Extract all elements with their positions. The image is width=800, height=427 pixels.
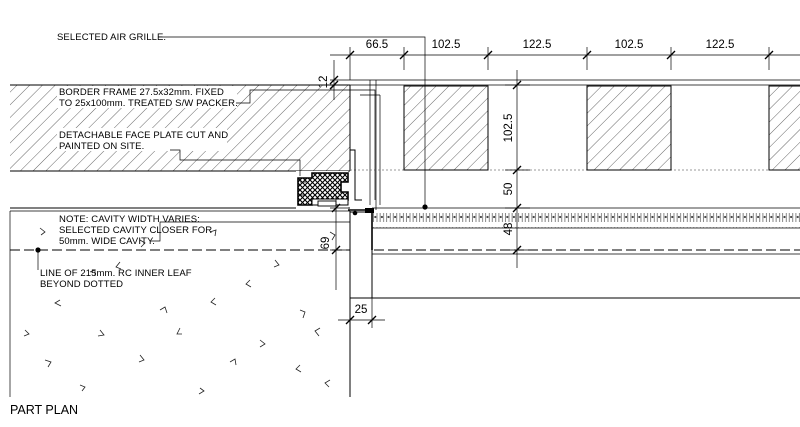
dim-top-122-5-a: 122.5 xyxy=(523,39,552,51)
drawing-title: PART PLAN xyxy=(10,403,78,417)
cavity-closer-insulation xyxy=(372,209,800,228)
concrete-aggregate xyxy=(23,227,336,395)
label-face-plate-line2: PAINTED ON SITE. xyxy=(59,141,144,152)
top-dimension-chain xyxy=(330,47,800,80)
label-face-plate-line1: DETACHABLE FACE PLATE CUT AND xyxy=(59,130,228,141)
grille-wall xyxy=(350,79,800,210)
label-inner-leaf-line1: LINE OF 215mm. RC INNER LEAF xyxy=(40,268,192,279)
dim-horizontal-25: 25 xyxy=(355,304,368,316)
cavity-lines xyxy=(10,207,800,255)
label-inner-leaf-line2: BEYOND DOTTED xyxy=(40,279,123,290)
vertical-dimension-chain xyxy=(329,60,530,290)
label-cavity-line3: 50mm. WIDE CAVITY. xyxy=(59,236,155,247)
leader-lines xyxy=(35,36,428,270)
dim-vertical-48: 48 xyxy=(503,223,515,236)
dim-vertical-102-5: 102.5 xyxy=(503,114,515,143)
label-border-frame-line2: TO 25x100mm. TREATED S/W PACKER. xyxy=(59,98,238,109)
dim-vertical-50: 50 xyxy=(503,183,515,196)
dim-top-122-5-b: 122.5 xyxy=(706,39,735,51)
label-cavity-line1: NOTE: CAVITY WIDTH VARIES: xyxy=(59,214,200,225)
bottom-dimension-25 xyxy=(338,298,385,328)
label-cavity-line2: SELECTED CAVITY CLOSER FOR xyxy=(59,225,212,236)
dim-vertical-12: 12 xyxy=(318,76,330,89)
dim-top-102-5-a: 102.5 xyxy=(432,39,461,51)
dim-top-102-5-b: 102.5 xyxy=(615,39,644,51)
label-border-frame-line1: BORDER FRAME 27.5x32mm. FIXED xyxy=(59,87,224,98)
dim-top-66-5: 66.5 xyxy=(366,39,388,51)
border-frame-detail xyxy=(296,149,374,216)
dim-vertical-69: 69 xyxy=(320,237,332,250)
label-air-grille: SELECTED AIR GRILLE. xyxy=(57,32,166,43)
